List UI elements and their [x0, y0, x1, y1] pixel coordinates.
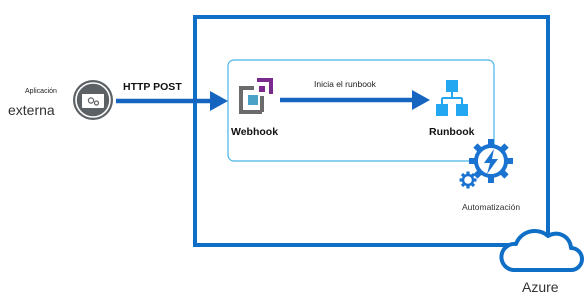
start-runbook-arrow: [280, 90, 430, 110]
automation-gear-icon: [459, 139, 513, 189]
external-application-icon: [73, 80, 113, 120]
webhook-icon: [239, 78, 273, 114]
automation-container: [227, 59, 495, 162]
azure-boundary: [193, 15, 550, 247]
runbook-icon: [436, 80, 468, 116]
azure-label: Azure: [522, 279, 559, 295]
http-post-arrow: [116, 91, 228, 111]
azure-cloud-icon: [499, 228, 584, 272]
runbook-label: Runbook: [429, 126, 475, 138]
automation-label: Automatización: [462, 202, 521, 212]
external-app-label-line1: Aplicación: [25, 88, 57, 95]
http-post-label: HTTP POST: [123, 81, 182, 93]
start-runbook-label: Inicia el runbook: [314, 79, 376, 89]
external-app-label-line2: externa: [8, 102, 55, 118]
webhook-label: Webhook: [231, 126, 279, 138]
